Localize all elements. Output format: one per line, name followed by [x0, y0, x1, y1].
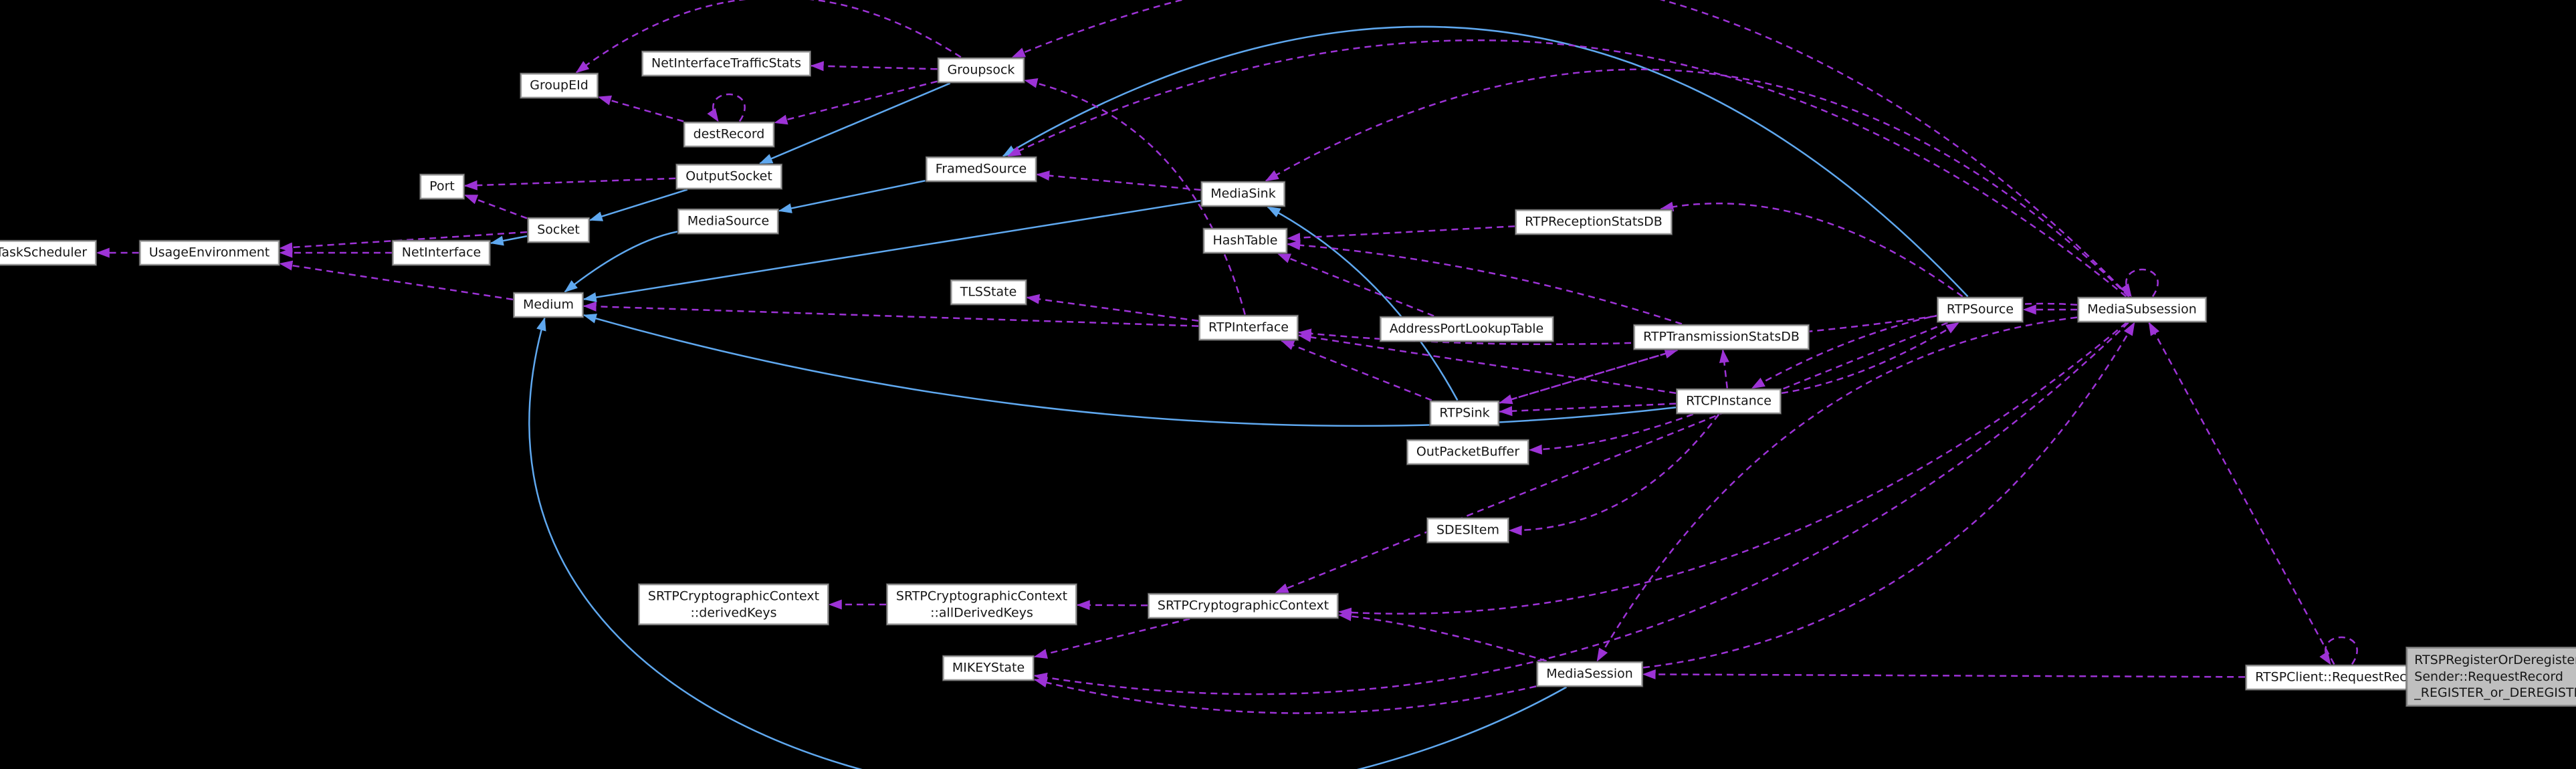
edge-rtcp-opb — [1528, 413, 1694, 455]
edge-msub-mses — [1596, 316, 2078, 662]
edge-fsrc-msrc — [778, 180, 926, 213]
node-rrsdb[interactable]: RTPReceptionStatsDB — [1515, 209, 1673, 235]
edge-rrsdb-htab — [1287, 225, 1515, 243]
node-sdk[interactable]: SRTPCryptographicContext ::derivedKeys — [637, 583, 830, 626]
edge-msub-mikey — [1033, 322, 2129, 695]
edge-mses-med — [528, 317, 1568, 769]
edge-sock-port — [463, 194, 528, 219]
edge-msub-msub — [2120, 268, 2159, 298]
node-rtcp[interactable]: RTCPInstance — [1676, 388, 1782, 415]
edge-med-ue — [279, 260, 514, 301]
edge-rsink-msink — [1267, 206, 1459, 401]
node-sdes[interactable]: SDESItem — [1426, 517, 1510, 544]
edge-rtcp-med — [582, 314, 1677, 427]
node-osock[interactable]: OutputSocket — [675, 163, 782, 190]
node-mses[interactable]: MediaSession — [1536, 661, 1643, 687]
node-med[interactable]: Medium — [513, 292, 584, 318]
node-geid[interactable]: GroupEId — [520, 72, 599, 99]
edge-rtcp-rsink — [1499, 403, 1677, 417]
edge-rtsdb-rsink — [1499, 349, 1678, 405]
edge-drec-geid — [597, 95, 684, 122]
node-fsrc[interactable]: FramedSource — [925, 156, 1037, 183]
edge-rreq-mses — [1642, 669, 2246, 679]
node-ts[interactable]: TaskScheduler — [0, 239, 98, 266]
edge-osock-port — [463, 177, 676, 191]
edge-mses-mikey — [1033, 677, 1537, 714]
node-msink[interactable]: MediaSink — [1200, 181, 1286, 207]
edge-msink-med — [582, 199, 1201, 302]
edge-sctx-sadk — [1076, 600, 1148, 611]
node-rreq[interactable]: RTSPClient::RequestRecord — [2245, 664, 2438, 691]
edge-gsock-osock — [759, 82, 951, 164]
node-sadk[interactable]: SRTPCryptographicContext ::allDerivedKey… — [885, 583, 1078, 626]
edge-msub-sctx — [1337, 322, 2127, 618]
node-tls[interactable]: TLSState — [950, 279, 1027, 306]
node-ni[interactable]: NetInterface — [391, 239, 492, 266]
edge-rsrc-rrsdb — [1660, 201, 1963, 298]
node-rsink[interactable]: RTPSink — [1429, 400, 1500, 427]
node-aplt[interactable]: AddressPortLookupTable — [1379, 316, 1554, 342]
edge-drec-drec — [707, 93, 746, 122]
node-ue[interactable]: UsageEnvironment — [138, 239, 280, 266]
node-rtsdb[interactable]: RTPTransmissionStatsDB — [1633, 324, 1810, 350]
edge-rsrc-fsrc — [1002, 25, 1969, 298]
edge-mses-msub — [1642, 322, 2135, 669]
node-mikey[interactable]: MIKEYState — [942, 655, 1035, 681]
edge-rsrc-sctx — [1275, 322, 1948, 594]
edge-msrc-med — [564, 231, 678, 293]
edge-msub-rtcp — [1751, 302, 2078, 389]
edge-gsock-drec — [774, 80, 938, 125]
edge-rsink-rtpi — [1281, 340, 1432, 401]
edge-mses-sctx — [1337, 611, 1547, 662]
node-gsock[interactable]: Groupsock — [937, 57, 1025, 84]
edge-rreq-rreq — [2319, 636, 2358, 665]
edge-rtpi-med — [582, 301, 1199, 327]
edge-osock-sock — [588, 189, 688, 221]
edge-msub-fsrc — [1007, 39, 2127, 298]
edge-rtpi-tls — [1026, 294, 1199, 322]
node-grey: RTSPRegisterOrDeregister Sender::Request… — [2405, 646, 2576, 707]
node-port[interactable]: Port — [419, 173, 465, 200]
node-rtpi[interactable]: RTPInterface — [1198, 314, 1299, 341]
node-sock[interactable]: Socket — [527, 217, 590, 243]
node-htab[interactable]: HashTable — [1202, 227, 1288, 254]
node-rsrc[interactable]: RTPSource — [1936, 296, 2024, 323]
edge-msink-fsrc — [1036, 171, 1201, 191]
node-drec[interactable]: destRecord — [683, 121, 775, 148]
edge-rreq-msub — [2148, 322, 2335, 665]
edge-rtcp-rsrc — [1781, 322, 1960, 395]
node-nits[interactable]: NetInterfaceTrafficStats — [641, 50, 812, 77]
edge-msub-msink — [1265, 68, 2130, 298]
node-sctx[interactable]: SRTPCryptographicContext — [1147, 592, 1339, 619]
edge-sock-ni — [490, 235, 528, 246]
edge-gsock-nits — [810, 61, 938, 72]
node-msrc[interactable]: MediaSource — [677, 208, 780, 235]
edge-gsock-geid — [575, 0, 962, 74]
edge-aplt-htab — [1277, 253, 1434, 317]
edge-sctx-mikey — [1033, 618, 1190, 659]
edge-rtcp-sdes — [1508, 413, 1720, 536]
node-msub[interactable]: MediaSubsession — [2077, 296, 2207, 323]
edge-rtsdb-htab — [1287, 240, 1683, 325]
node-opb[interactable]: OutPacketBuffer — [1406, 439, 1530, 465]
edge-rtcp-rtsdb — [1719, 349, 1729, 389]
edge-sock-ue — [279, 231, 528, 253]
